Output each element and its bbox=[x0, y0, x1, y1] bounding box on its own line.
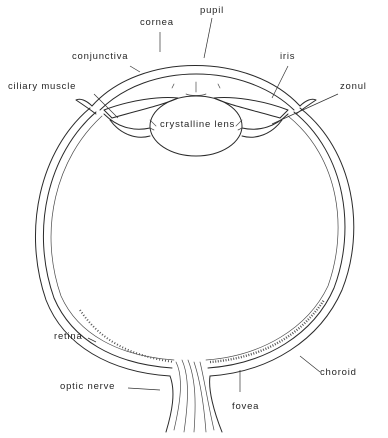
optic-nerve-leader bbox=[128, 388, 160, 390]
sclera-outer bbox=[35, 108, 353, 376]
optic-nerve-sheath-right bbox=[210, 376, 222, 432]
optic-nerve-fibers bbox=[174, 360, 214, 432]
label-pupil: pupil bbox=[200, 6, 224, 16]
zonule-leader bbox=[272, 94, 338, 124]
label-zonule: zonul bbox=[340, 82, 367, 92]
label-crystalline-lens: crystalline lens bbox=[160, 120, 235, 130]
choroid-stipple bbox=[210, 300, 324, 362]
label-ciliary-muscle: ciliary muscle bbox=[8, 82, 76, 92]
label-cornea: cornea bbox=[140, 18, 174, 28]
conjunctiva-leader bbox=[130, 66, 140, 72]
label-choroid: choroid bbox=[320, 368, 357, 378]
pupil-leader bbox=[204, 18, 212, 58]
label-retina: retina bbox=[54, 332, 83, 342]
label-iris: iris bbox=[280, 52, 295, 62]
sclera-inner bbox=[43, 112, 345, 368]
retina-stipple bbox=[80, 310, 174, 362]
label-optic-nerve: optic nerve bbox=[60, 382, 115, 392]
choroid-leader bbox=[300, 356, 320, 372]
optic-nerve-sheath-left bbox=[166, 376, 173, 432]
pupil-marks bbox=[172, 82, 220, 96]
retina-layer bbox=[51, 116, 338, 360]
label-fovea: fovea bbox=[232, 402, 259, 412]
label-conjunctiva: conjunctiva bbox=[72, 52, 128, 62]
iris-right bbox=[214, 98, 288, 119]
